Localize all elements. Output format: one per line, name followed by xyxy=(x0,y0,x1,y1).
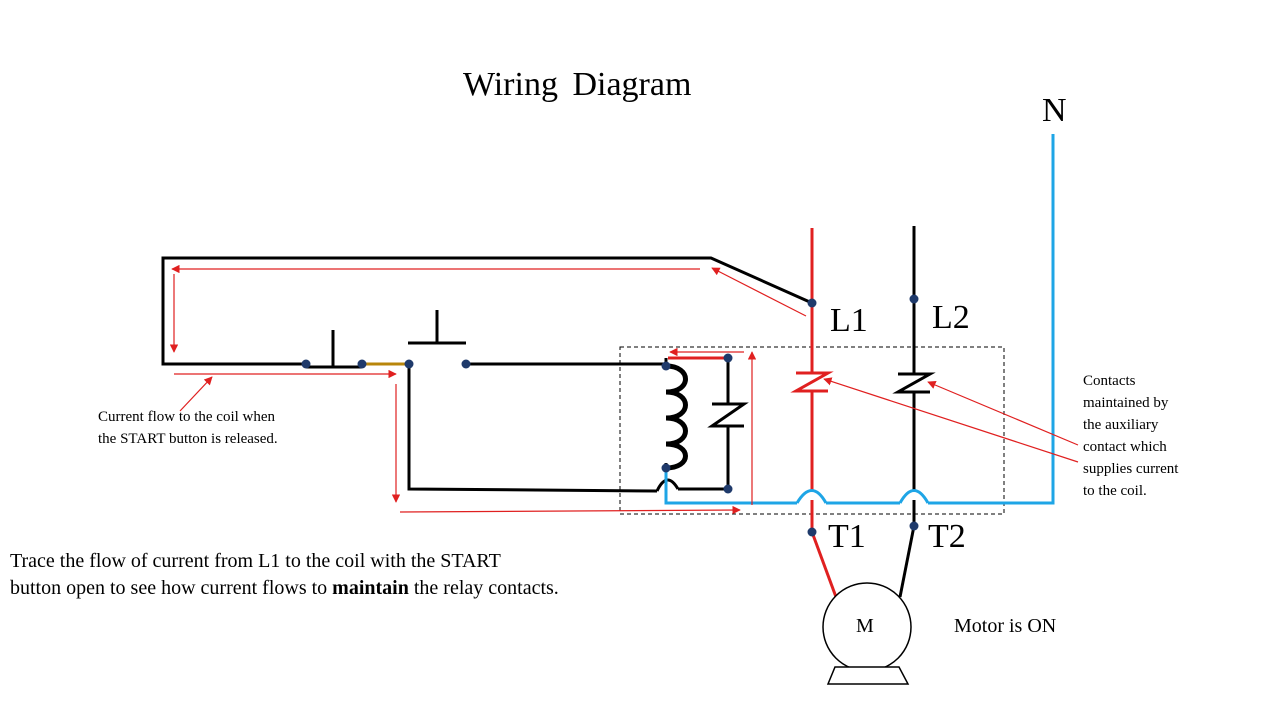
junction-dot xyxy=(357,359,367,369)
junction-dot xyxy=(661,361,671,371)
label-t2: T2 xyxy=(928,518,966,555)
aux-contact-symbol xyxy=(707,402,749,428)
label-t1: T1 xyxy=(828,518,866,555)
junction-dot xyxy=(301,359,311,369)
motor-base xyxy=(826,666,910,685)
coil-flow-note-line: the START button is released. xyxy=(98,431,278,447)
junction-dot xyxy=(807,527,817,537)
aux-contacts-note-line: Contacts xyxy=(1083,373,1136,389)
instruction-line-2-start: button open to see how current flows to xyxy=(10,577,333,599)
wire-t2-to-motor xyxy=(898,525,916,598)
pointer-arrow xyxy=(927,381,1079,446)
flow-arrow xyxy=(399,505,741,515)
junction-dot xyxy=(723,484,733,494)
junction-dot xyxy=(909,521,919,531)
coil-flow-note: Current flow to the coil when the START … xyxy=(98,406,278,450)
motor-status-text: Motor is ON xyxy=(954,615,1057,637)
pointer-arrow xyxy=(179,376,213,412)
label-l2: L2 xyxy=(932,299,970,336)
junction-dot xyxy=(404,359,414,369)
wire-t1-to-motor xyxy=(810,531,838,598)
neutral-hop-l2 xyxy=(898,489,930,504)
wire-coil-to-neutral-start xyxy=(664,470,797,505)
relay-coil xyxy=(665,363,688,471)
current-flow-arrows xyxy=(169,264,1079,515)
wire-seal-in-return xyxy=(407,364,658,493)
junction-dot xyxy=(723,353,733,363)
pointer-arrow xyxy=(823,377,1079,463)
neutral-wiring xyxy=(664,134,1055,505)
l1-main-contact-symbol xyxy=(790,371,834,393)
label-l1: L1 xyxy=(830,302,868,339)
junction-dots xyxy=(301,294,919,537)
instruction-line-1: Trace the flow of current from L1 to the… xyxy=(10,550,501,572)
wire-l1-to-stop xyxy=(161,256,813,366)
neutral-hop-l1 xyxy=(795,489,828,504)
aux-contacts-note: Contacts maintained by the auxiliary con… xyxy=(1083,370,1178,502)
aux-contacts-note-line: maintained by xyxy=(1083,395,1169,411)
flow-arrow xyxy=(711,267,807,317)
aux-contacts-note-line: to the coil. xyxy=(1083,483,1147,499)
instruction-emphasis: maintain xyxy=(332,577,409,599)
wire-neutral-return xyxy=(928,134,1055,505)
diagram-title: Wiring Diagram xyxy=(463,66,692,103)
instruction-text: Trace the flow of current from L1 to the… xyxy=(10,548,559,602)
junction-dot xyxy=(807,298,817,308)
junction-dot xyxy=(661,463,671,473)
l2-main-contact-symbol xyxy=(892,372,936,394)
aux-contacts-note-line: the auxiliary xyxy=(1083,417,1159,433)
junction-dot xyxy=(461,359,471,369)
coil-flow-note-line: Current flow to the coil when xyxy=(98,409,276,425)
label-n: N xyxy=(1042,92,1067,129)
instruction-line-2-end: the relay contacts. xyxy=(408,577,559,599)
aux-contacts-note-line: supplies current xyxy=(1083,461,1179,477)
aux-contacts-note-line: contact which xyxy=(1083,439,1167,455)
instruction-line-2: button open to see how current flows to … xyxy=(10,575,559,602)
motor-label: M xyxy=(856,615,874,637)
junction-dot xyxy=(909,294,919,304)
